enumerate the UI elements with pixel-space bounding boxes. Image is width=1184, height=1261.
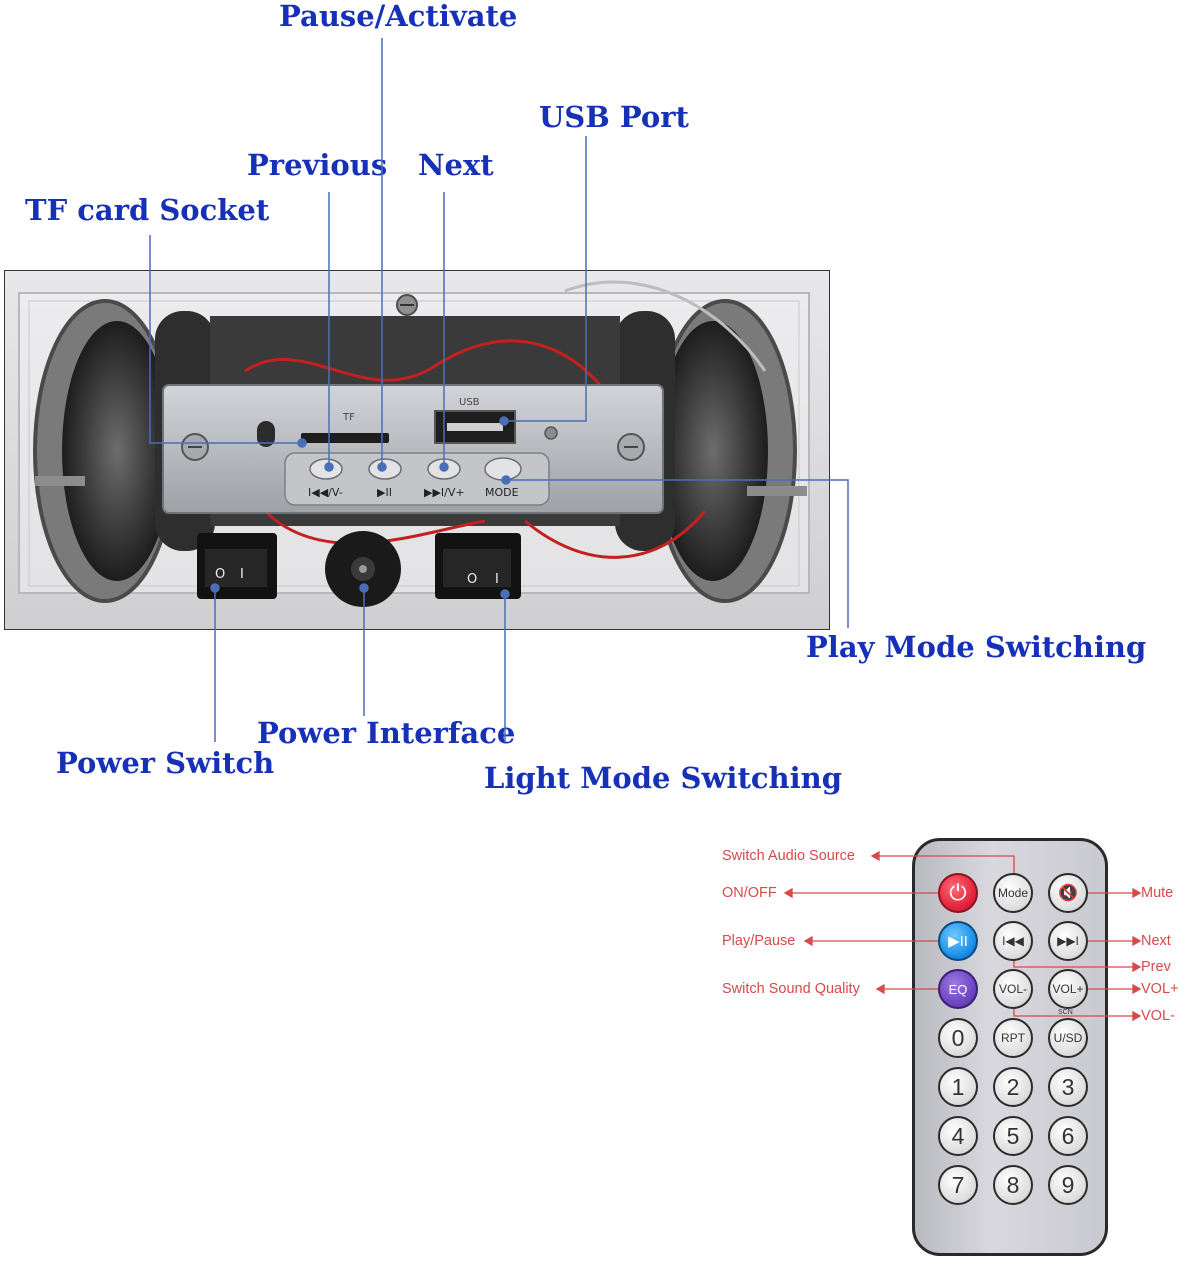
callout-usb-port: USB Port — [539, 100, 689, 134]
light-switch-on-mark: I — [495, 572, 499, 587]
callout-power-interface: Power Interface — [257, 716, 516, 750]
remote-label-switch-audio-source: Switch Audio Source — [722, 848, 855, 864]
remote-next-button[interactable]: ▶▶I — [1048, 921, 1088, 961]
panel-pause-label: ▶II — [377, 486, 392, 499]
power-switch-off-mark: O — [215, 567, 226, 582]
remote-prev-button[interactable]: I◀◀ — [993, 921, 1033, 961]
remote-label-play-pause: Play/Pause — [722, 933, 796, 949]
panel-usb-label: USB — [459, 397, 480, 408]
remote-usd-button[interactable]: U/SD — [1048, 1018, 1088, 1058]
panel-mode-label: MODE — [485, 486, 519, 499]
callout-next: Next — [418, 148, 494, 182]
remote-button-4[interactable]: 4 — [938, 1116, 978, 1156]
remote-label-vol-minus: VOL- — [1141, 1008, 1175, 1024]
remote-eq-button[interactable]: EQ — [938, 969, 978, 1009]
light-switch-off-mark: O — [467, 572, 478, 587]
remote-label-switch-sound-quality: Switch Sound Quality — [722, 981, 860, 997]
remote-button-1[interactable]: 1 — [938, 1067, 978, 1107]
callout-previous: Previous — [247, 148, 388, 182]
callout-play-mode-switching: Play Mode Switching — [806, 630, 1147, 664]
speaker-illustration — [5, 271, 829, 629]
callout-pause-activate: Pause/Activate — [279, 0, 518, 33]
callout-power-switch: Power Switch — [56, 746, 275, 780]
panel-previous-label: I◀◀/V- — [308, 486, 343, 499]
panel-tf-label: TF — [343, 412, 355, 423]
remote-button-0[interactable]: 0 — [938, 1018, 978, 1058]
remote-button-8[interactable]: 8 — [993, 1165, 1033, 1205]
remote-mode-button[interactable]: Mode — [993, 873, 1033, 913]
leader-usb — [504, 136, 587, 422]
power-switch-on-mark: I — [240, 567, 244, 582]
remote-button-2[interactable]: 2 — [993, 1067, 1033, 1107]
remote-scn-text: SCN — [1058, 1009, 1073, 1016]
remote-play-pause-button[interactable]: ▶II — [938, 921, 978, 961]
remote-power-button[interactable]: ⏻ — [938, 873, 978, 913]
remote-label-next: Next — [1141, 933, 1171, 949]
remote-label-vol-plus: VOL+ — [1141, 981, 1179, 997]
remote-button-9[interactable]: 9 — [1048, 1165, 1088, 1205]
remote-label-prev: Prev — [1141, 959, 1171, 975]
remote-button-5[interactable]: 5 — [993, 1116, 1033, 1156]
leader-play-mode — [506, 479, 849, 628]
callout-tf-card-socket: TF card Socket — [25, 193, 270, 227]
remote-label-on-off: ON/OFF — [722, 885, 777, 901]
remote-vol-minus-button[interactable]: VOL- — [993, 969, 1033, 1009]
remote-button-7[interactable]: 7 — [938, 1165, 978, 1205]
panel-next-label: ▶▶I/V+ — [424, 486, 465, 499]
speaker-photo: TF USB I◀◀/V- ▶II ▶▶I/V+ MODE O I O I — [4, 270, 830, 630]
leader-tf-card — [149, 235, 300, 444]
remote-rpt-button[interactable]: RPT — [993, 1018, 1033, 1058]
remote-button-3[interactable]: 3 — [1048, 1067, 1088, 1107]
callout-light-mode-switching: Light Mode Switching — [484, 761, 842, 795]
remote-label-mute: Mute — [1141, 885, 1174, 901]
remote-mute-button[interactable]: 🔇 — [1048, 873, 1088, 913]
remote-vol-plus-button[interactable]: VOL+ — [1048, 969, 1088, 1009]
remote-button-6[interactable]: 6 — [1048, 1116, 1088, 1156]
